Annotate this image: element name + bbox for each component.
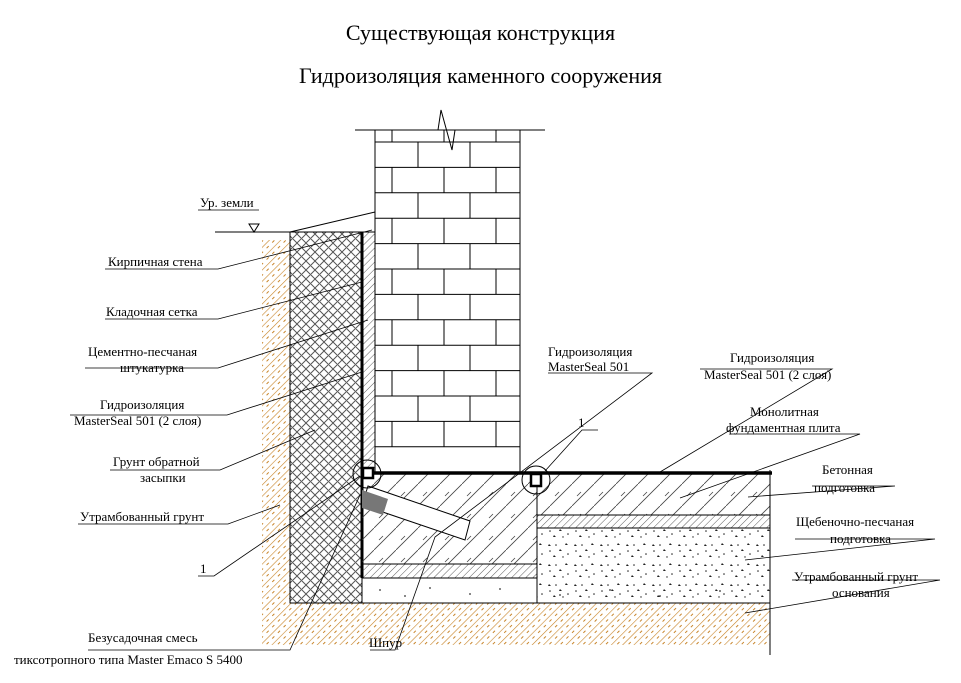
brick-wall bbox=[374, 129, 521, 473]
label-gravel-prep-2: подготовка bbox=[830, 531, 891, 546]
ground-level-label: Ур. земли bbox=[200, 195, 254, 210]
natural-soil bbox=[262, 240, 770, 645]
label-plaster: Цементно-песчаная bbox=[88, 344, 197, 359]
concrete-preparation bbox=[536, 514, 771, 529]
label-concrete-prep: Бетонная bbox=[822, 462, 873, 477]
wall-break-line bbox=[355, 109, 545, 151]
label-emaco-2: тиксотропного типа Master Emaco S 5400 bbox=[14, 652, 243, 667]
ground-level-marker bbox=[248, 223, 260, 233]
label-backfill-2: засыпки bbox=[140, 470, 186, 485]
right-leaders bbox=[370, 368, 941, 651]
diagram-title: Существующая конструкция bbox=[345, 20, 616, 45]
callout-circle-left bbox=[352, 459, 382, 489]
backfill-soil bbox=[289, 231, 363, 604]
label-emaco: Безусадочная смесь bbox=[88, 630, 198, 645]
label-plaster-2: штукатурка bbox=[120, 360, 184, 375]
plaster-layer bbox=[361, 231, 376, 473]
gravel-sand-preparation bbox=[536, 527, 771, 604]
label-waterproofing-mid: Гидроизоляция bbox=[548, 344, 632, 359]
corner-seal-left bbox=[361, 466, 375, 480]
corner-seal-right bbox=[529, 472, 543, 488]
label-waterproofing-wall-2: MasterSeal 501 (2 слоя) bbox=[74, 413, 201, 428]
label-brick-wall: Кирпичная стена bbox=[108, 254, 203, 269]
label-concrete-prep-2: подготовка bbox=[814, 480, 875, 495]
label-masonry-mesh: Кладочная сетка bbox=[106, 304, 198, 319]
diagram-subtitle: Гидроизоляция каменного сооружения bbox=[298, 63, 662, 88]
left-leaders bbox=[70, 229, 373, 651]
footing-base-layer bbox=[361, 563, 538, 579]
label-slab-2: фундаментная плита bbox=[726, 420, 841, 435]
label-shpur: Шпур bbox=[369, 635, 402, 650]
label-waterproofing-slab: Гидроизоляция bbox=[730, 350, 814, 365]
label-compacted-soil: Утрамбованный грунт bbox=[80, 509, 204, 524]
label-waterproofing-wall: Гидроизоляция bbox=[100, 397, 184, 412]
label-base-soil: Утрамбованный грунт bbox=[794, 569, 918, 584]
label-waterproofing-slab-2: MasterSeal 501 (2 слоя) bbox=[704, 367, 831, 382]
callout-number-left: 1 bbox=[200, 561, 207, 576]
label-base-soil-2: основания bbox=[832, 585, 890, 600]
drill-rod-dark bbox=[362, 490, 388, 515]
ground-surface bbox=[289, 211, 376, 233]
callout-circle-right bbox=[521, 465, 551, 495]
label-waterproofing-mid-2: MasterSeal 501 bbox=[548, 359, 629, 374]
callout-number-right: 1 bbox=[578, 415, 585, 430]
label-backfill: Грунт обратной bbox=[113, 454, 200, 469]
label-gravel-prep: Щебеночно-песчаная bbox=[796, 514, 914, 529]
label-slab: Монолитная bbox=[750, 404, 819, 419]
